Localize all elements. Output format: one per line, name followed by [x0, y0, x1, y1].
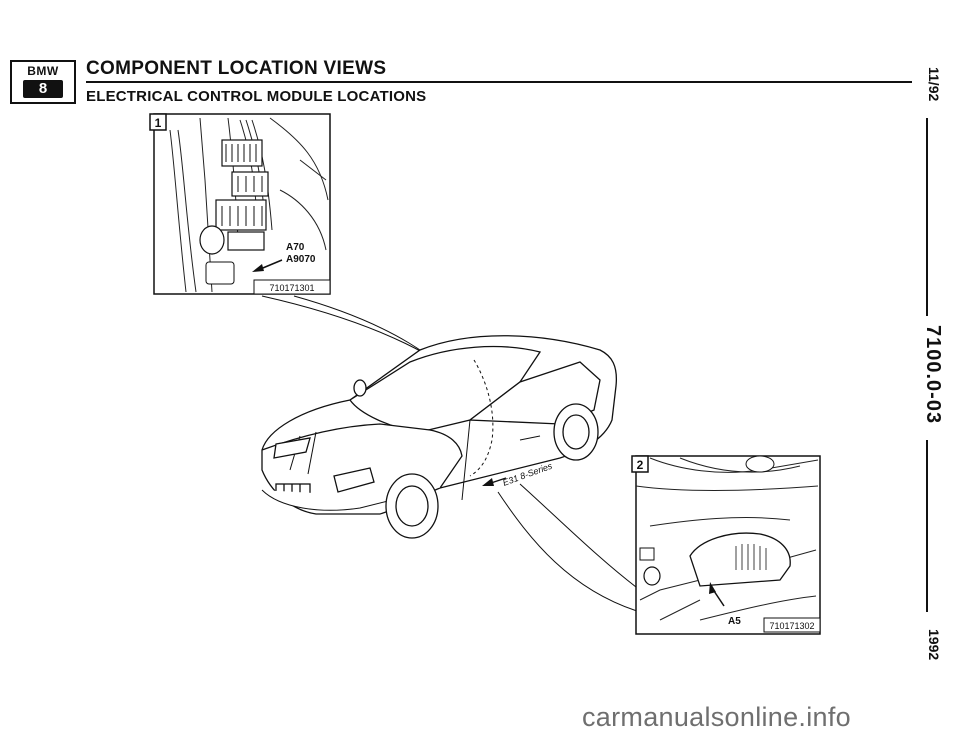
watermark: carmanualsonline.info: [582, 702, 851, 732]
detail-2-view: 2 A5 710171302: [631, 455, 821, 635]
model-year: 1992: [926, 629, 942, 661]
title-rule: [86, 81, 912, 83]
revision-date: 11/92: [926, 66, 942, 102]
detail-1-label-b: A9070: [286, 254, 316, 265]
logo-series: 8: [23, 80, 63, 98]
detail-1-number: 1: [155, 116, 162, 130]
detail-1-view: 1: [149, 113, 331, 295]
car-illustration: [261, 335, 618, 539]
detail-1-ref: 710171301: [269, 283, 314, 293]
page-title: COMPONENT LOCATION VIEWS: [86, 58, 387, 79]
bmw-8-series-logo: BMW 8: [10, 60, 76, 104]
margin-rule-top: [926, 118, 928, 316]
detail-1-label-a: A70: [286, 242, 305, 253]
margin-rule-bottom: [926, 440, 928, 612]
logo-brand: BMW: [27, 64, 59, 78]
page-subtitle: ELECTRICAL CONTROL MODULE LOCATIONS: [86, 88, 427, 105]
detail-2-label: A5: [728, 616, 741, 627]
detail-2-ref: 710171302: [769, 621, 814, 631]
detail-2-number: 2: [637, 458, 644, 472]
section-code: 7100.0-03: [922, 325, 944, 425]
